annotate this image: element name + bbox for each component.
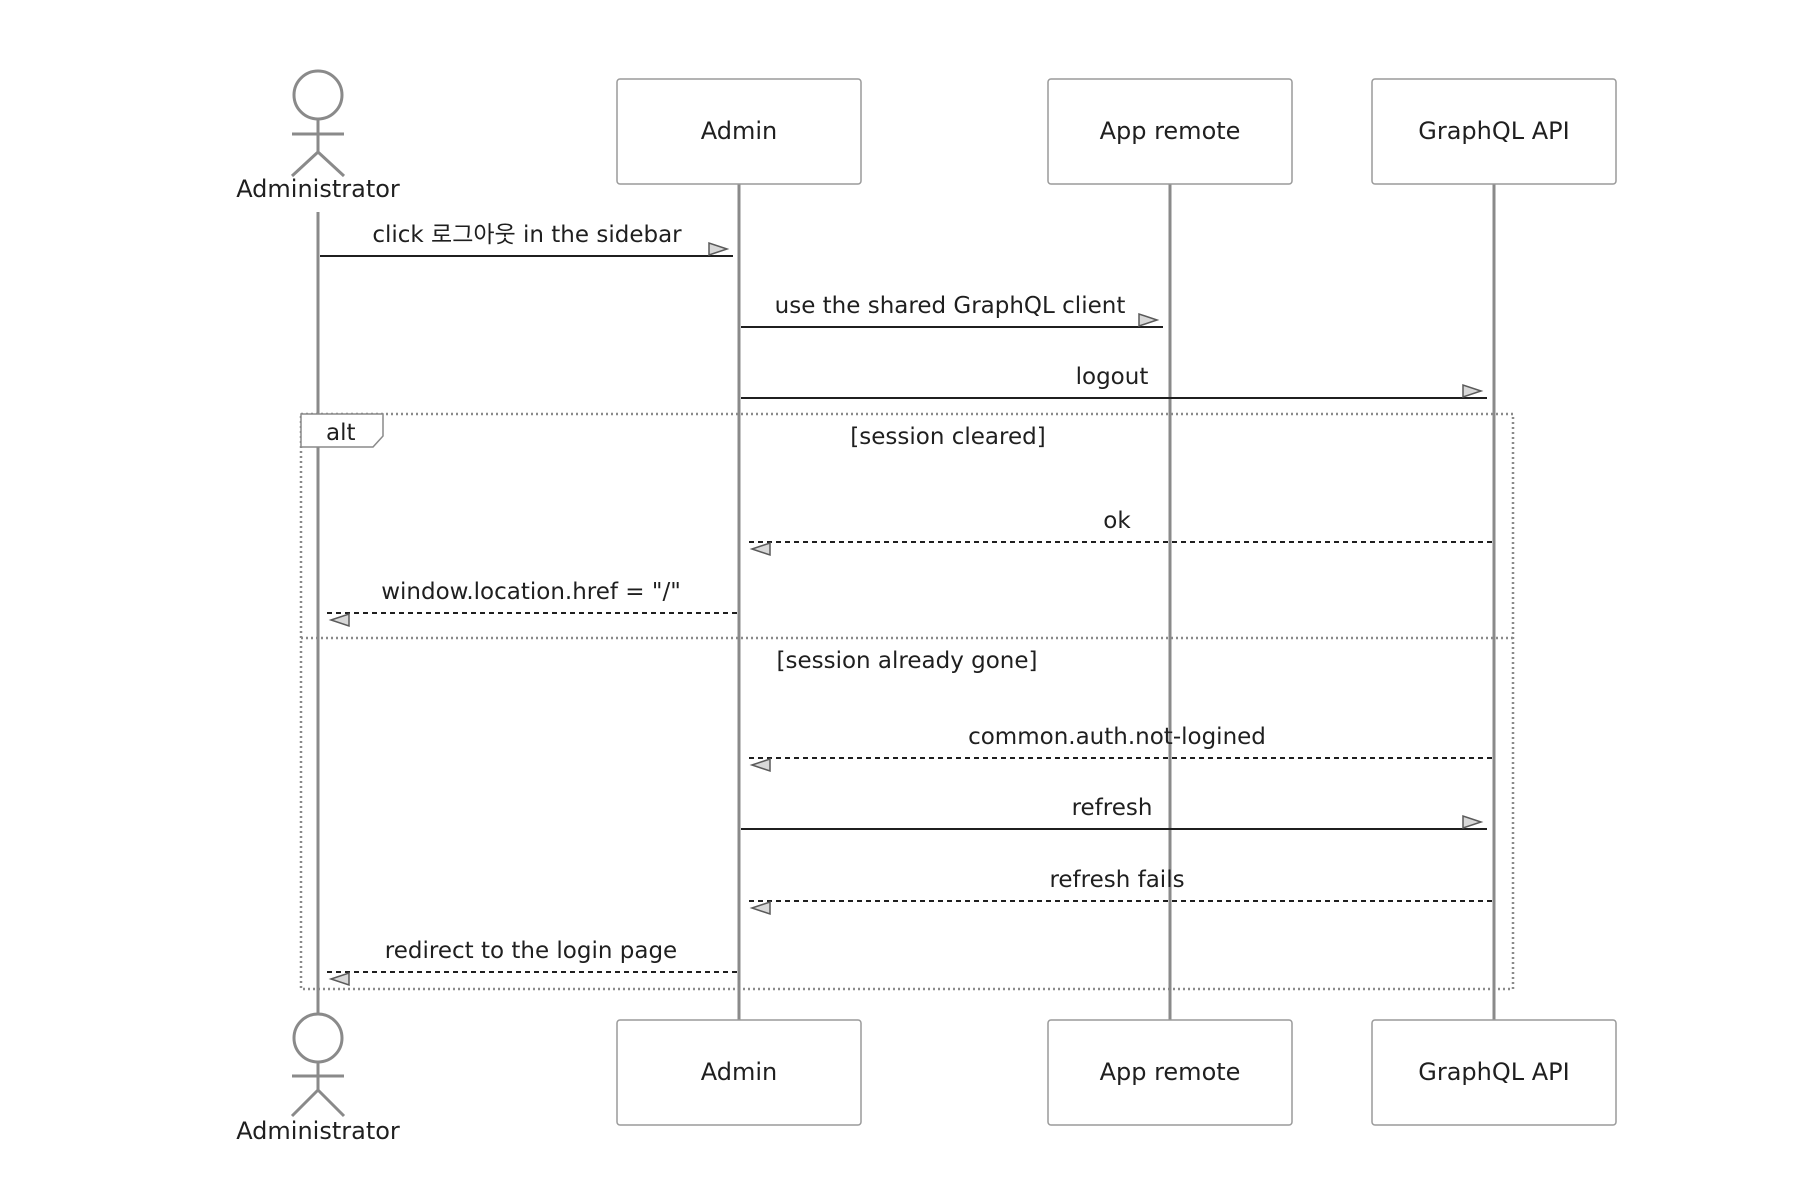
participant-label-administrator-bottom: Administrator xyxy=(236,1117,400,1145)
alt-operator-label: alt xyxy=(326,420,356,446)
guard-session-cleared: [session cleared] xyxy=(850,424,1045,450)
participant-app-remote-top: App remote xyxy=(1047,78,1293,185)
message-8: refresh fails xyxy=(746,867,1492,916)
participant-label-admin-bottom: Admin xyxy=(701,1058,778,1086)
participant-box-app-remote xyxy=(1047,78,1293,185)
actor-administrator-top: Administrator xyxy=(236,69,400,203)
actor-head xyxy=(292,1012,344,1064)
actor-head xyxy=(292,69,344,121)
participant-box-admin-bottom xyxy=(616,1019,862,1126)
message-5-label: window.location.href = "/" xyxy=(381,579,681,605)
participant-box-app-remote-bottom xyxy=(1047,1019,1293,1126)
participant-label-administrator: Administrator xyxy=(236,175,400,203)
message-5: window.location.href = "/" xyxy=(325,579,737,628)
participant-label-graphql-api: GraphQL API xyxy=(1418,117,1569,145)
message-7-arrowhead xyxy=(1462,814,1484,830)
participant-graphql-api-top: GraphQL API xyxy=(1371,78,1617,185)
message-4-label: ok xyxy=(1103,508,1131,534)
message-4-arrowhead xyxy=(749,541,771,557)
participant-label-graphql-api-bottom: GraphQL API xyxy=(1418,1058,1569,1086)
actor-left-leg xyxy=(290,1088,320,1118)
message-8-arrowhead xyxy=(749,900,771,916)
participant-admin-top: Admin xyxy=(616,78,862,185)
participant-graphql-api-bottom: GraphQL API xyxy=(1371,1019,1617,1126)
actor-left-leg xyxy=(290,150,320,178)
participant-box-graphql-api xyxy=(1371,78,1617,185)
message-9-label: redirect to the login page xyxy=(385,938,677,964)
message-9: redirect to the login page xyxy=(325,938,737,987)
message-4: ok xyxy=(746,508,1492,557)
message-3: logout xyxy=(741,364,1487,399)
participant-box-admin xyxy=(616,78,862,185)
message-6: common.auth.not-logined xyxy=(746,724,1492,773)
message-1: click 로그아웃 in the sidebar xyxy=(320,222,733,257)
participant-label-app-remote-bottom: App remote xyxy=(1100,1058,1241,1086)
message-2-arrowhead xyxy=(1138,312,1160,328)
message-1-label: click 로그아웃 in the sidebar xyxy=(372,222,682,248)
message-3-arrowhead xyxy=(1462,383,1484,399)
actor-administrator-bottom: Administrator xyxy=(236,1012,400,1145)
participant-label-admin: Admin xyxy=(701,117,778,145)
message-1-arrowhead xyxy=(708,241,730,257)
participant-box-graphql-api-bottom xyxy=(1371,1019,1617,1126)
message-7-label: refresh xyxy=(1072,795,1153,821)
message-5-arrowhead xyxy=(328,612,350,628)
participant-admin-bottom: Admin xyxy=(616,1019,862,1126)
actor-right-leg xyxy=(316,1088,346,1118)
message-3-label: logout xyxy=(1076,364,1149,390)
alt-frame xyxy=(299,412,1515,991)
message-2: use the shared GraphQL client xyxy=(741,293,1163,328)
message-2-label: use the shared GraphQL client xyxy=(775,293,1126,319)
message-9-arrowhead xyxy=(328,971,350,987)
message-6-label: common.auth.not-logined xyxy=(968,724,1266,750)
message-7: refresh xyxy=(741,795,1487,830)
message-6-arrowhead xyxy=(749,757,771,773)
message-8-label: refresh fails xyxy=(1049,867,1184,893)
actor-right-leg xyxy=(316,150,346,178)
alt-operator-tab xyxy=(300,413,384,448)
participant-app-remote-bottom: App remote xyxy=(1047,1019,1293,1126)
alt-fragment: alt [session cleared] [session already g… xyxy=(299,412,1515,991)
guard-session-already-gone: [session already gone] xyxy=(777,648,1038,674)
participant-label-app-remote: App remote xyxy=(1100,117,1241,145)
